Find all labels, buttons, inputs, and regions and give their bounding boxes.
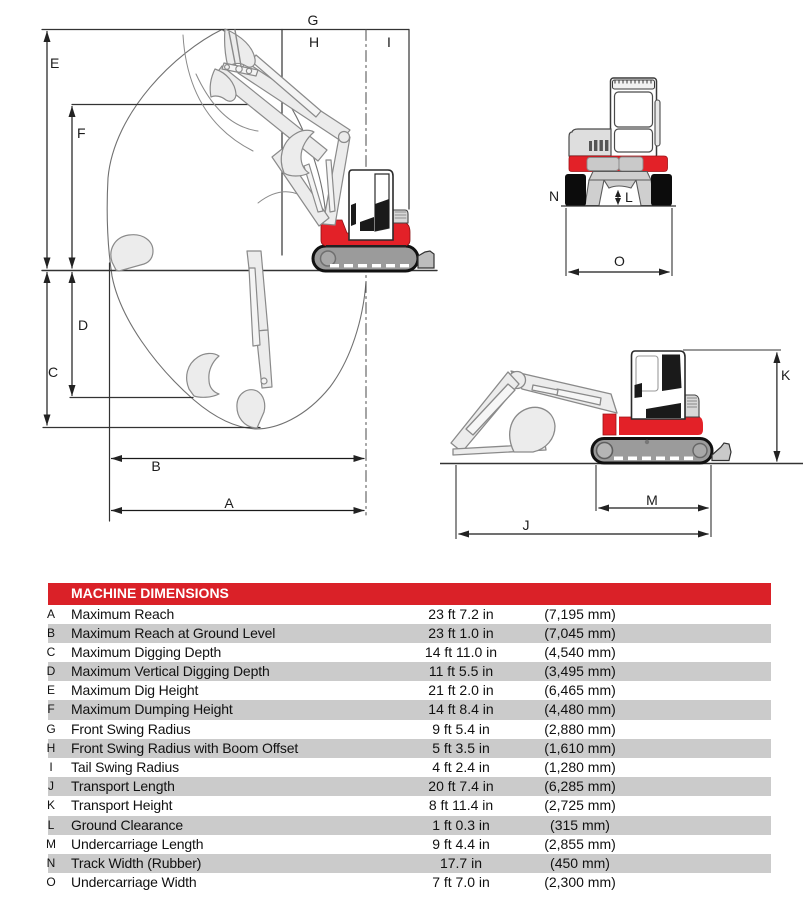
svg-text:O: O bbox=[614, 253, 625, 269]
svg-text:F: F bbox=[77, 125, 86, 141]
svg-text:K: K bbox=[781, 367, 791, 383]
svg-text:J: J bbox=[523, 517, 530, 533]
svg-text:L: L bbox=[625, 189, 633, 205]
svg-text:H: H bbox=[309, 34, 319, 50]
svg-text:D: D bbox=[78, 317, 88, 333]
svg-text:N: N bbox=[549, 188, 559, 204]
svg-text:I: I bbox=[387, 34, 391, 50]
svg-text:A: A bbox=[224, 495, 234, 511]
svg-text:M: M bbox=[646, 492, 658, 508]
svg-text:E: E bbox=[50, 55, 59, 71]
svg-text:C: C bbox=[48, 364, 58, 380]
svg-text:B: B bbox=[151, 458, 160, 474]
svg-text:G: G bbox=[308, 12, 319, 28]
